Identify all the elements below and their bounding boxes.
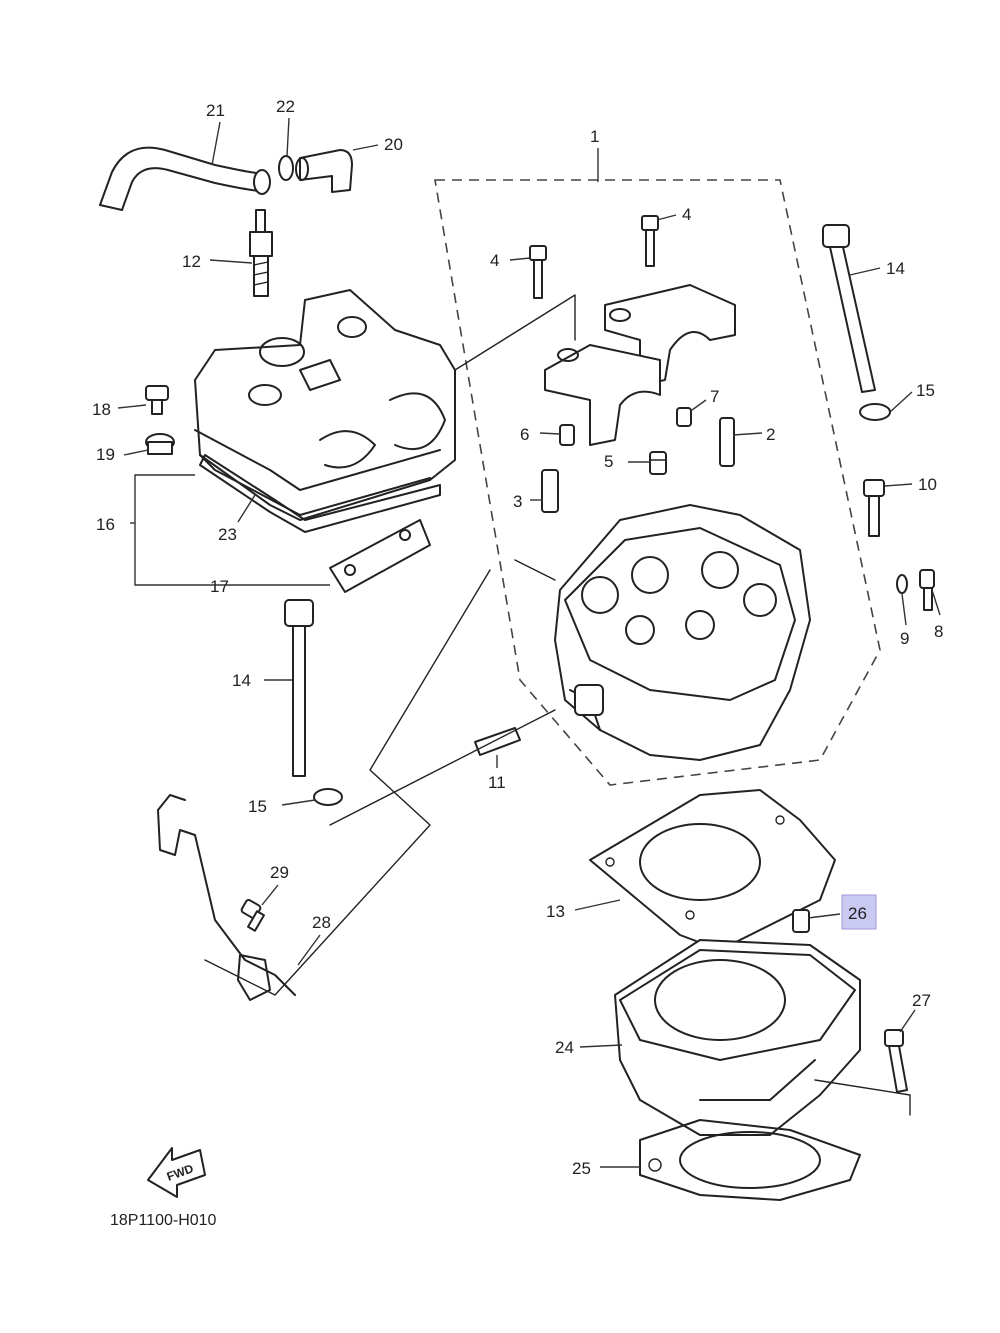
callout-7: 7 <box>710 387 719 406</box>
callout-4-right: 4 <box>682 205 691 224</box>
callout-15-right: 15 <box>916 381 935 400</box>
cover-grommet <box>145 433 175 455</box>
washer-9 <box>896 574 908 594</box>
callout-26: 26 <box>848 904 867 923</box>
washer-15-left <box>313 788 343 806</box>
callout-6: 6 <box>520 425 529 444</box>
callout-12: 12 <box>182 252 201 271</box>
dowel-pin-26 <box>792 909 810 933</box>
head-bolt-10 <box>863 479 885 537</box>
head-cover-gasket <box>199 454 441 533</box>
callout-14-right: 14 <box>886 259 905 278</box>
routing-line <box>814 1079 911 1116</box>
breather-joint <box>295 149 353 193</box>
valve-guide-3 <box>541 469 559 513</box>
dowel-pin-7 <box>676 407 692 427</box>
cylinder-head-cover <box>194 289 456 521</box>
cover-bracket <box>329 519 431 593</box>
callout-16: 16 <box>96 515 115 534</box>
spark-plug <box>249 209 273 297</box>
callout-labels: 1 2 3 4 4 5 6 7 8 9 10 11 12 13 14 14 15… <box>92 97 943 1178</box>
callout-25: 25 <box>572 1159 591 1178</box>
routing-line <box>514 559 556 581</box>
callout-15-left: 15 <box>248 797 267 816</box>
long-bolt-left <box>284 599 314 777</box>
cylinder-bolt <box>884 1029 908 1093</box>
camshaft-cap-front <box>544 344 661 446</box>
callout-19: 19 <box>96 445 115 464</box>
diagram-reference-code: 18P1100-H010 <box>110 1212 217 1229</box>
callout-10: 10 <box>918 475 937 494</box>
callout-23: 23 <box>218 525 237 544</box>
callout-4-left: 4 <box>490 251 499 270</box>
breather-hose <box>99 146 271 211</box>
callout-3: 3 <box>513 492 522 511</box>
callout-2: 2 <box>766 425 775 444</box>
long-bolt-right <box>822 224 876 393</box>
callout-1: 1 <box>590 127 599 146</box>
hose-clip <box>278 155 294 181</box>
cylinder-base-gasket <box>639 1119 861 1201</box>
valve-stem-seal <box>649 451 667 475</box>
stud-bolt <box>474 727 521 756</box>
callout-29: 29 <box>270 863 289 882</box>
callout-20: 20 <box>384 135 403 154</box>
pipe-bolt <box>240 899 265 932</box>
callout-28: 28 <box>312 913 331 932</box>
cap-bolt-left <box>529 245 547 299</box>
callout-24: 24 <box>555 1038 574 1057</box>
forward-direction-arrow: FWD <box>147 1147 206 1198</box>
callout-22: 22 <box>276 97 295 116</box>
callout-26-highlight <box>841 894 877 930</box>
dowel-pin-6 <box>559 424 575 446</box>
callout-5: 5 <box>604 452 613 471</box>
valve-guide-2 <box>719 417 735 467</box>
callout-11: 11 <box>488 773 506 792</box>
callout-21: 21 <box>206 101 225 120</box>
leader-lines <box>117 117 941 1168</box>
oil-delivery-pipe <box>157 794 296 1001</box>
cover-bolt <box>145 385 169 415</box>
callout-27: 27 <box>912 991 931 1010</box>
callout-18: 18 <box>92 400 111 419</box>
assembly-bracket-16 <box>134 474 330 586</box>
cylinder-head <box>554 504 811 761</box>
callout-13: 13 <box>546 902 565 921</box>
callout-9: 9 <box>900 629 909 648</box>
callout-14-left: 14 <box>232 671 251 690</box>
callout-17: 17 <box>210 577 229 596</box>
cylinder-head-gasket <box>589 789 836 951</box>
cylinder-head-assembly-outline <box>434 179 881 786</box>
routing-line <box>329 709 556 826</box>
cap-bolt-right <box>641 215 659 267</box>
bolt-8 <box>919 569 935 611</box>
callout-8: 8 <box>934 622 943 641</box>
cylinder <box>614 939 861 1136</box>
routing-line <box>204 569 491 996</box>
washer-15-right <box>859 403 891 421</box>
routing-line <box>454 294 576 371</box>
